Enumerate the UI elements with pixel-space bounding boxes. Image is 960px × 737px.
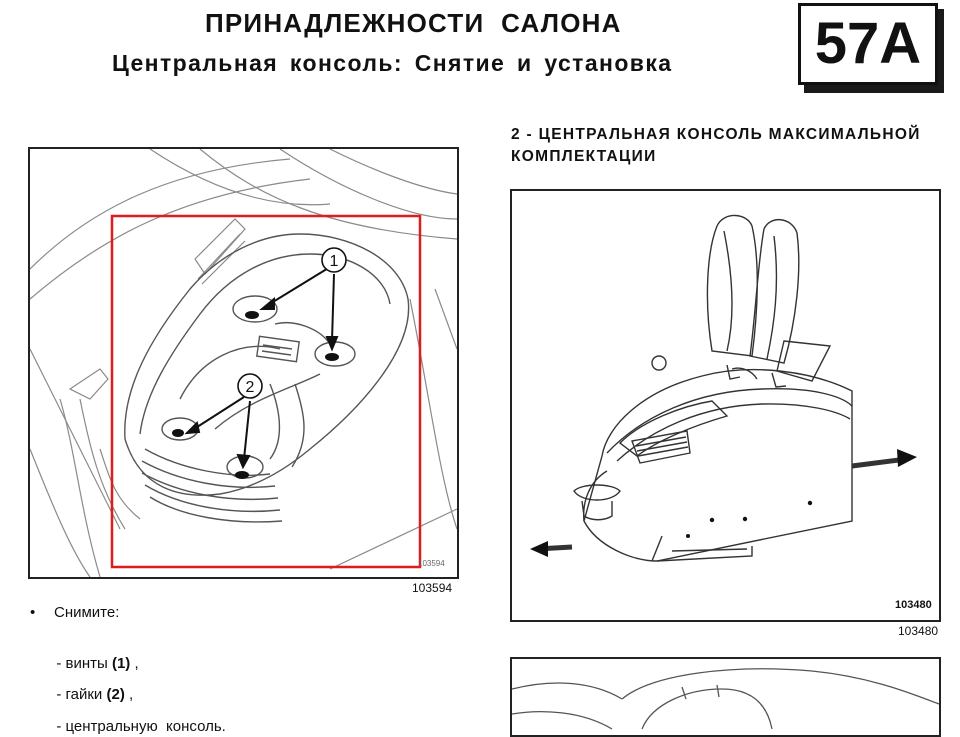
callout-2-label: 2	[246, 379, 255, 396]
step-suffix: ,	[124, 686, 134, 703]
page-title: ПРИНАДЛЕЖНОСТИ САЛОНА	[205, 8, 622, 38]
page-subtitle: Центральная консоль: Снятие и установка	[112, 50, 673, 76]
instruction-step: - центральную консоль.	[48, 701, 225, 735]
figure-inner-number: 103480	[895, 599, 932, 611]
partial-drawing	[512, 668, 939, 730]
instruction-step: - гайки (2) ,	[48, 669, 133, 703]
instruction-intro: Снимите:	[54, 604, 120, 621]
step-ref: (2)	[106, 686, 125, 703]
section-badge: 57A	[798, 3, 938, 85]
step-text: - гайки	[56, 686, 107, 703]
console-top-view-drawing: 1 2	[30, 149, 457, 577]
callout-2-circle	[237, 373, 263, 399]
console-full-drawing	[530, 214, 917, 562]
figure-number-left: 103594	[412, 581, 453, 595]
step-ref: (1)	[111, 655, 131, 672]
highlight-frame	[110, 214, 422, 569]
figure-number-right: 103480	[898, 624, 939, 638]
section-title: 2 - ЦЕНТРАЛЬНАЯ КОНСОЛЬ МАКСИМАЛЬНОЙ КОМ…	[511, 126, 921, 165]
figure-console-full	[510, 189, 941, 622]
instruction-step: - винты (1) ,	[48, 638, 139, 672]
callout-1-label: 1	[330, 253, 339, 270]
step-text: - винты	[56, 655, 112, 672]
step-suffix: ,	[130, 655, 139, 672]
callout-1-circle	[321, 247, 347, 273]
instruction-bullet: •	[30, 604, 36, 621]
figure-partial-bottom	[510, 657, 941, 737]
figure-stamp: 103594	[418, 559, 445, 568]
figure-console-top-view: 1 2	[28, 147, 459, 579]
